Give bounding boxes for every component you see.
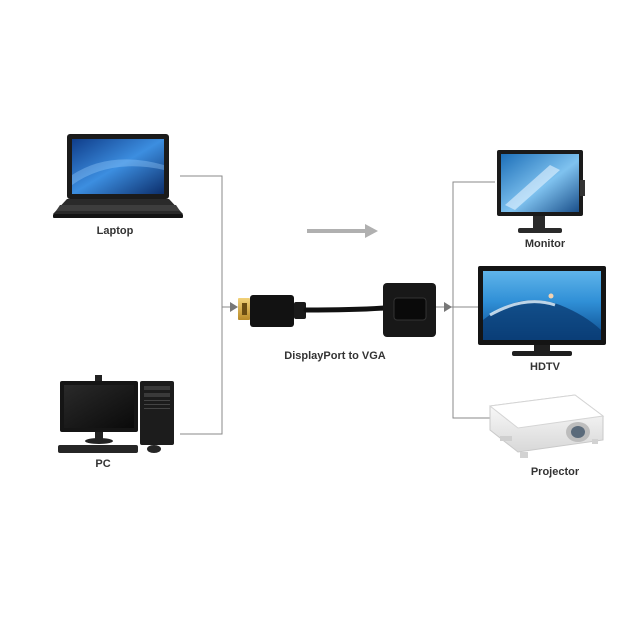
- hdtv-icon: [478, 266, 606, 356]
- left-connector-lines: [180, 175, 230, 435]
- flow-arrow-icon: [307, 224, 378, 238]
- label-hdtv: HDTV: [530, 361, 560, 373]
- label-monitor: Monitor: [524, 238, 566, 250]
- label-pc: PC: [95, 458, 111, 470]
- label-laptop: Laptop: [96, 225, 134, 237]
- monitor-icon: [497, 150, 585, 233]
- label-adapter: DisplayPort to VGA: [284, 350, 386, 362]
- projector-icon: [488, 394, 605, 458]
- label-projector: Projector: [530, 466, 580, 478]
- left-input-arrow-icon: [230, 302, 238, 312]
- pc-icon: [58, 375, 174, 453]
- laptop-icon: [53, 134, 183, 218]
- right-output-arrow-icon: [444, 302, 452, 312]
- adapter-cable: [303, 305, 387, 313]
- vga-adapter-icon: [383, 283, 436, 337]
- displayport-plug-icon: [238, 295, 306, 327]
